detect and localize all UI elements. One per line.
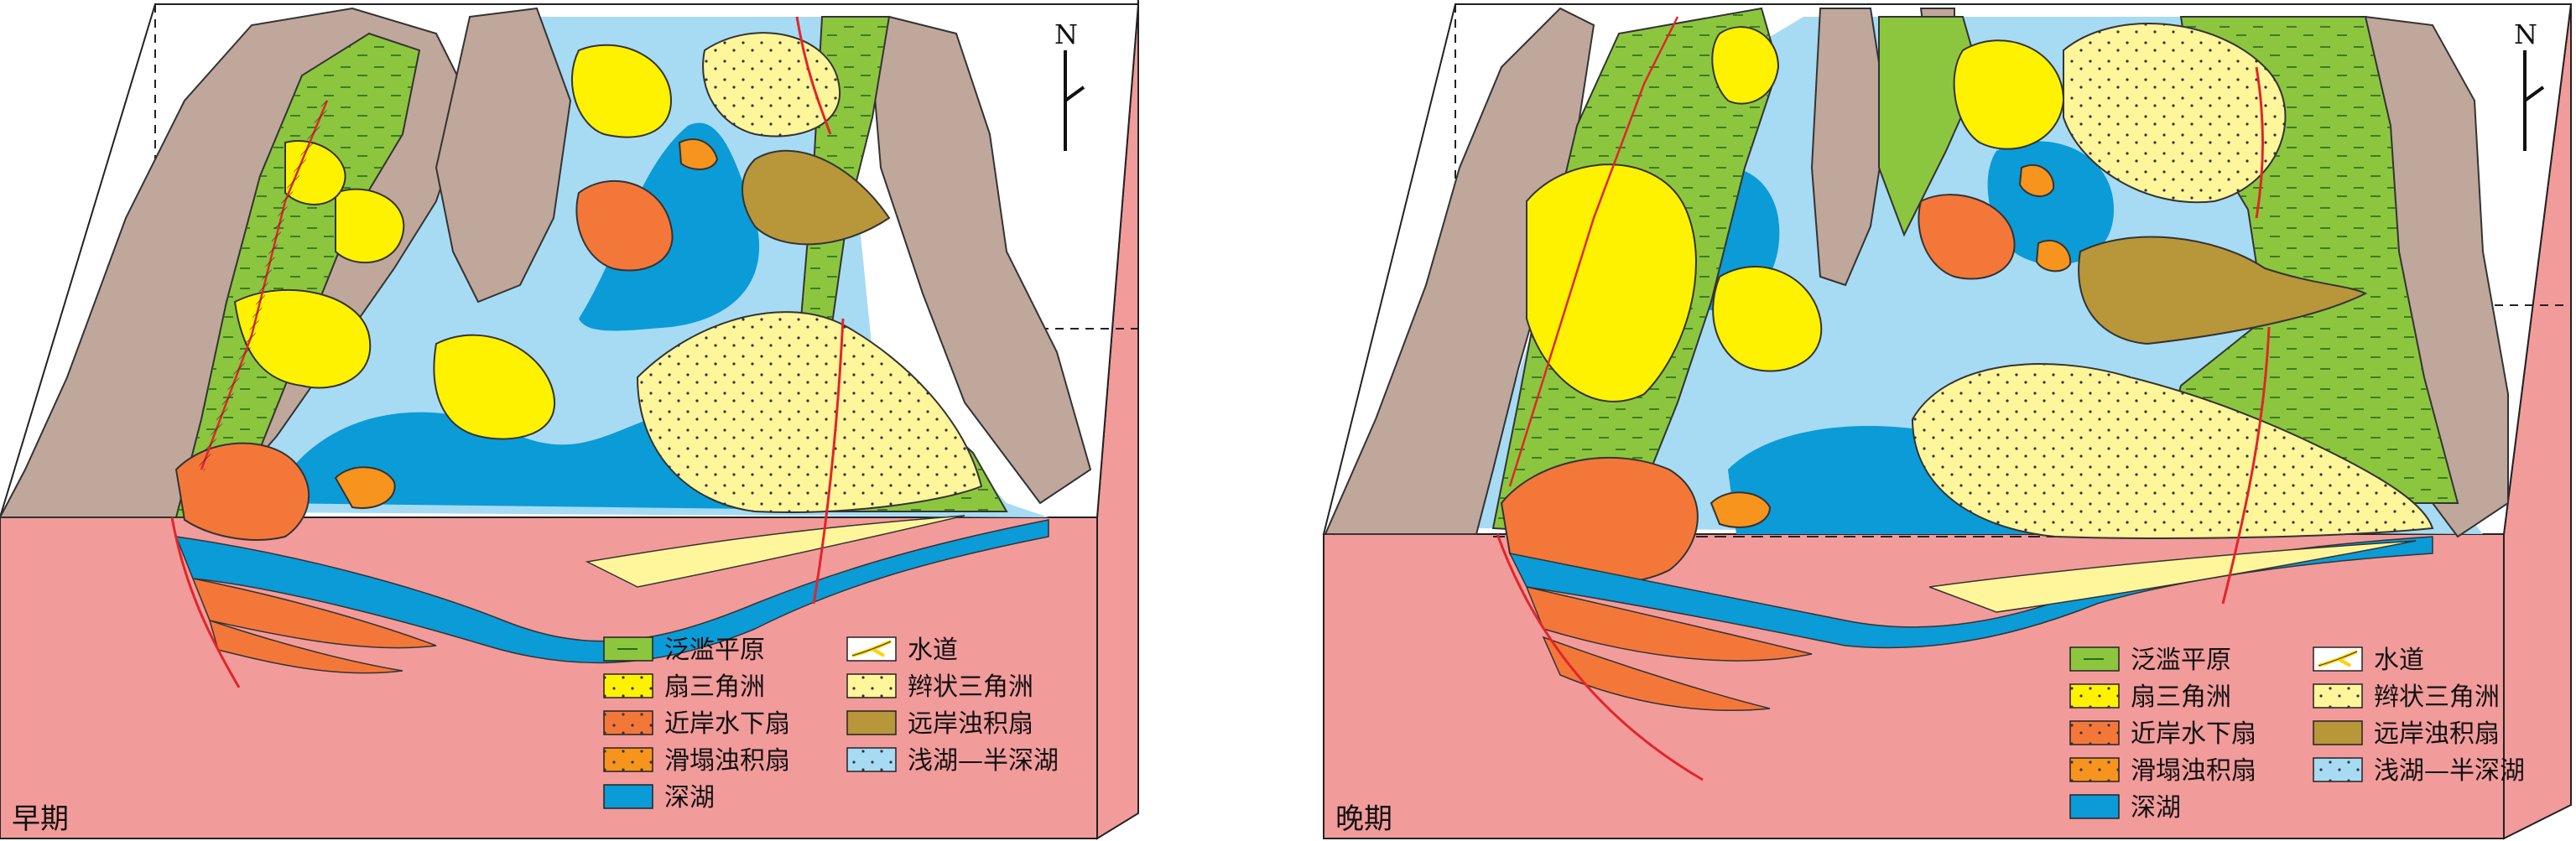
legend-label: 浅湖—半深湖	[908, 746, 1059, 776]
section-layers	[174, 519, 1049, 664]
legend-item-deep-lake: 深湖	[2069, 793, 2181, 823]
legend-label: 泛滥平原	[2131, 646, 2231, 675]
legend-swatch	[846, 710, 897, 735]
legend-item-channel: 水道	[846, 636, 958, 665]
legend-item-floodplain: 泛滥平原	[2069, 646, 2231, 675]
legend-item-channel: 水道	[2313, 646, 2424, 675]
legend-swatch	[603, 784, 653, 809]
legend-label: 远岸浊积扇	[2374, 719, 2500, 749]
legend-label: 滑塌浊积扇	[2131, 756, 2256, 786]
legend-label: 扇三角洲	[2131, 683, 2231, 712]
legend-item-slump-turbidite: 滑塌浊积扇	[603, 746, 790, 776]
legend-item-braided-delta: 辫状三角洲	[846, 672, 1033, 702]
legend-item-deep-lake: 深湖	[603, 783, 715, 812]
distal-turbidite-fan	[742, 149, 891, 246]
legend-item-fan-delta: 扇三角洲	[2069, 683, 2231, 712]
mountains-central	[1810, 8, 1889, 287]
period-label: 早期	[12, 802, 69, 836]
legend-label: 浅湖—半深湖	[2374, 756, 2525, 786]
legend-label: 远岸浊积扇	[908, 709, 1033, 739]
legend-item-distal-turbidite: 远岸浊积扇	[846, 709, 1033, 739]
fan-delta-lobe-2	[1712, 266, 1823, 372]
fan-delta-lobe-1	[1526, 164, 1697, 402]
mountains-left	[1324, 7, 1595, 535]
legend-swatch	[2313, 720, 2363, 745]
legend-item-shallow-lake: 浅湖—半深湖	[846, 746, 1059, 776]
distal-turbidite-fan	[2078, 236, 2368, 345]
period-label: 晚期	[1335, 802, 1392, 836]
legend-label: 滑塌浊积扇	[664, 746, 790, 776]
legend-label: 近岸水下扇	[664, 709, 790, 739]
legend-item-distal-turbidite: 远岸浊积扇	[2313, 719, 2500, 749]
legend-label: 扇三角洲	[664, 672, 765, 702]
fault-line	[1496, 533, 1704, 781]
fan-delta-lobe-1	[233, 288, 372, 389]
legend-item-shallow-lake: 浅湖—半深湖	[2313, 756, 2525, 786]
mountains-right	[871, 15, 1092, 505]
legend-label: 深湖	[664, 783, 715, 812]
legend-item-slump-turbidite: 滑塌浊积扇	[2069, 756, 2256, 786]
north-arrow: N	[1054, 18, 1085, 151]
legend-item-braided-delta: 辫状三角洲	[2313, 683, 2500, 712]
legend-item-floodplain: 泛滥平原	[603, 636, 765, 665]
mountains-central	[435, 7, 572, 304]
legend-label: 水道	[908, 636, 958, 665]
legend-label: 水道	[2374, 646, 2424, 675]
north-arrow: N	[2514, 18, 2545, 151]
fault-line	[170, 517, 241, 688]
legend-label: 泛滥平原	[664, 636, 765, 665]
north-label: N	[2514, 18, 2537, 50]
legend-label: 辫状三角洲	[2374, 683, 2500, 712]
legend-label: 辫状三角洲	[908, 672, 1033, 702]
legend-label: 近岸水下扇	[2131, 719, 2256, 749]
legend-swatch	[2069, 794, 2120, 819]
fan-delta-lobe-2	[433, 334, 556, 440]
legend-label: 深湖	[2131, 793, 2181, 823]
legend-item-fan-delta: 扇三角洲	[603, 672, 765, 702]
nearshore-fan-1	[174, 442, 310, 541]
legend-item-nearshore-fan: 近岸水下扇	[2069, 719, 2256, 749]
north-label: N	[1054, 18, 1078, 50]
legend-item-nearshore-fan: 近岸水下扇	[603, 709, 790, 739]
